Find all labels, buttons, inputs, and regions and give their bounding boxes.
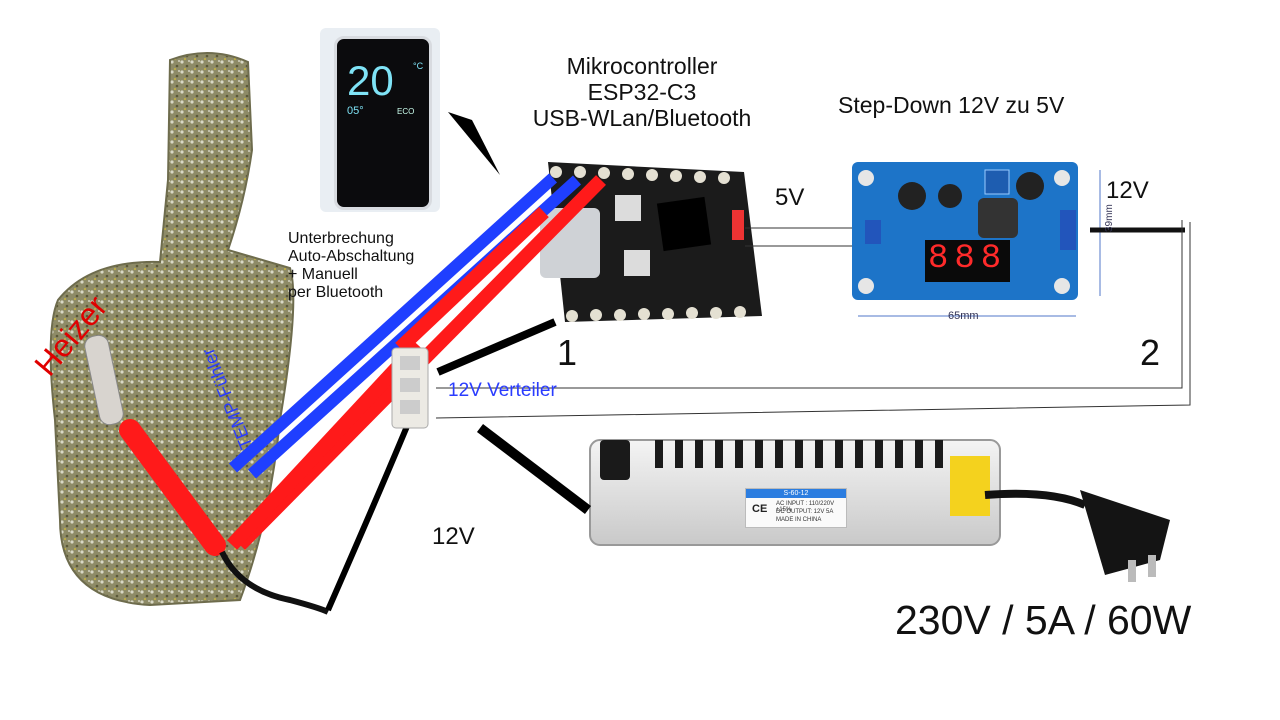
- mcu-title-line1: Mikrocontroller: [566, 53, 718, 79]
- phone-pointer-arrow: [448, 112, 500, 175]
- mains-plug: [1080, 490, 1170, 582]
- label-12v-left: 12V: [432, 523, 475, 550]
- psu-label-sticker: S-60-12 CE AC INPUT : 110/220V ±15% DC O…: [745, 488, 847, 528]
- power-rating: 230V / 5A / 60W: [895, 597, 1192, 643]
- psu-ce-mark: CE: [752, 503, 768, 515]
- control-note: Unterbrechung Auto-Abschaltung + Manuell…: [288, 230, 414, 302]
- heater-element: [84, 334, 330, 615]
- mcu-title-line3: USB-WLan/Bluetooth: [532, 104, 752, 131]
- psu-ac-input: AC INPUT : 110/220V ±15%: [776, 501, 835, 513]
- control-note-line3: + Manuell: [288, 265, 358, 283]
- mcu-title: Mikrocontroller ESP32-C3 USB-WLan/Blueto…: [500, 53, 784, 131]
- stepdown-height-dim: 39mm: [1104, 204, 1115, 232]
- terminal-distributor: [391, 347, 429, 429]
- stepdown-title: Step-Down 12V zu 5V: [838, 92, 1065, 118]
- esp32-board: [540, 162, 762, 322]
- control-note-line2: Auto-Abschaltung: [288, 247, 415, 265]
- marker-2: 2: [1140, 332, 1161, 373]
- marker-1: 1: [557, 332, 578, 373]
- control-note-line4: per Bluetooth: [288, 283, 384, 301]
- distributor-label: 12V Verteiler: [448, 380, 557, 401]
- psu-made-in: MADE IN CHINA: [776, 517, 822, 523]
- label-5v: 5V: [775, 184, 805, 211]
- mcu-title-line2: ESP32-C3: [587, 78, 697, 105]
- psu-dc-output: DC OUTPUT: 12V 5A: [776, 509, 834, 515]
- phone-degree-unit: °C: [413, 61, 424, 71]
- stepdown-module: [852, 162, 1101, 317]
- phone-temperature: 20: [347, 57, 394, 104]
- control-note-line1: Unterbrechung: [288, 230, 394, 247]
- stepdown-width-dim: 65mm: [948, 310, 979, 322]
- label-12v-right: 12V: [1106, 177, 1149, 204]
- psu-model: S-60-12: [746, 489, 846, 498]
- phone-mode: ECO: [397, 107, 415, 116]
- stepdown-display-digits: 888: [928, 240, 1008, 278]
- smartphone-image: 20 °C 05° ECO: [320, 28, 440, 212]
- phone-outdoor-temp: 05°: [347, 105, 364, 117]
- phone-screen: 20 °C 05° ECO: [334, 36, 432, 210]
